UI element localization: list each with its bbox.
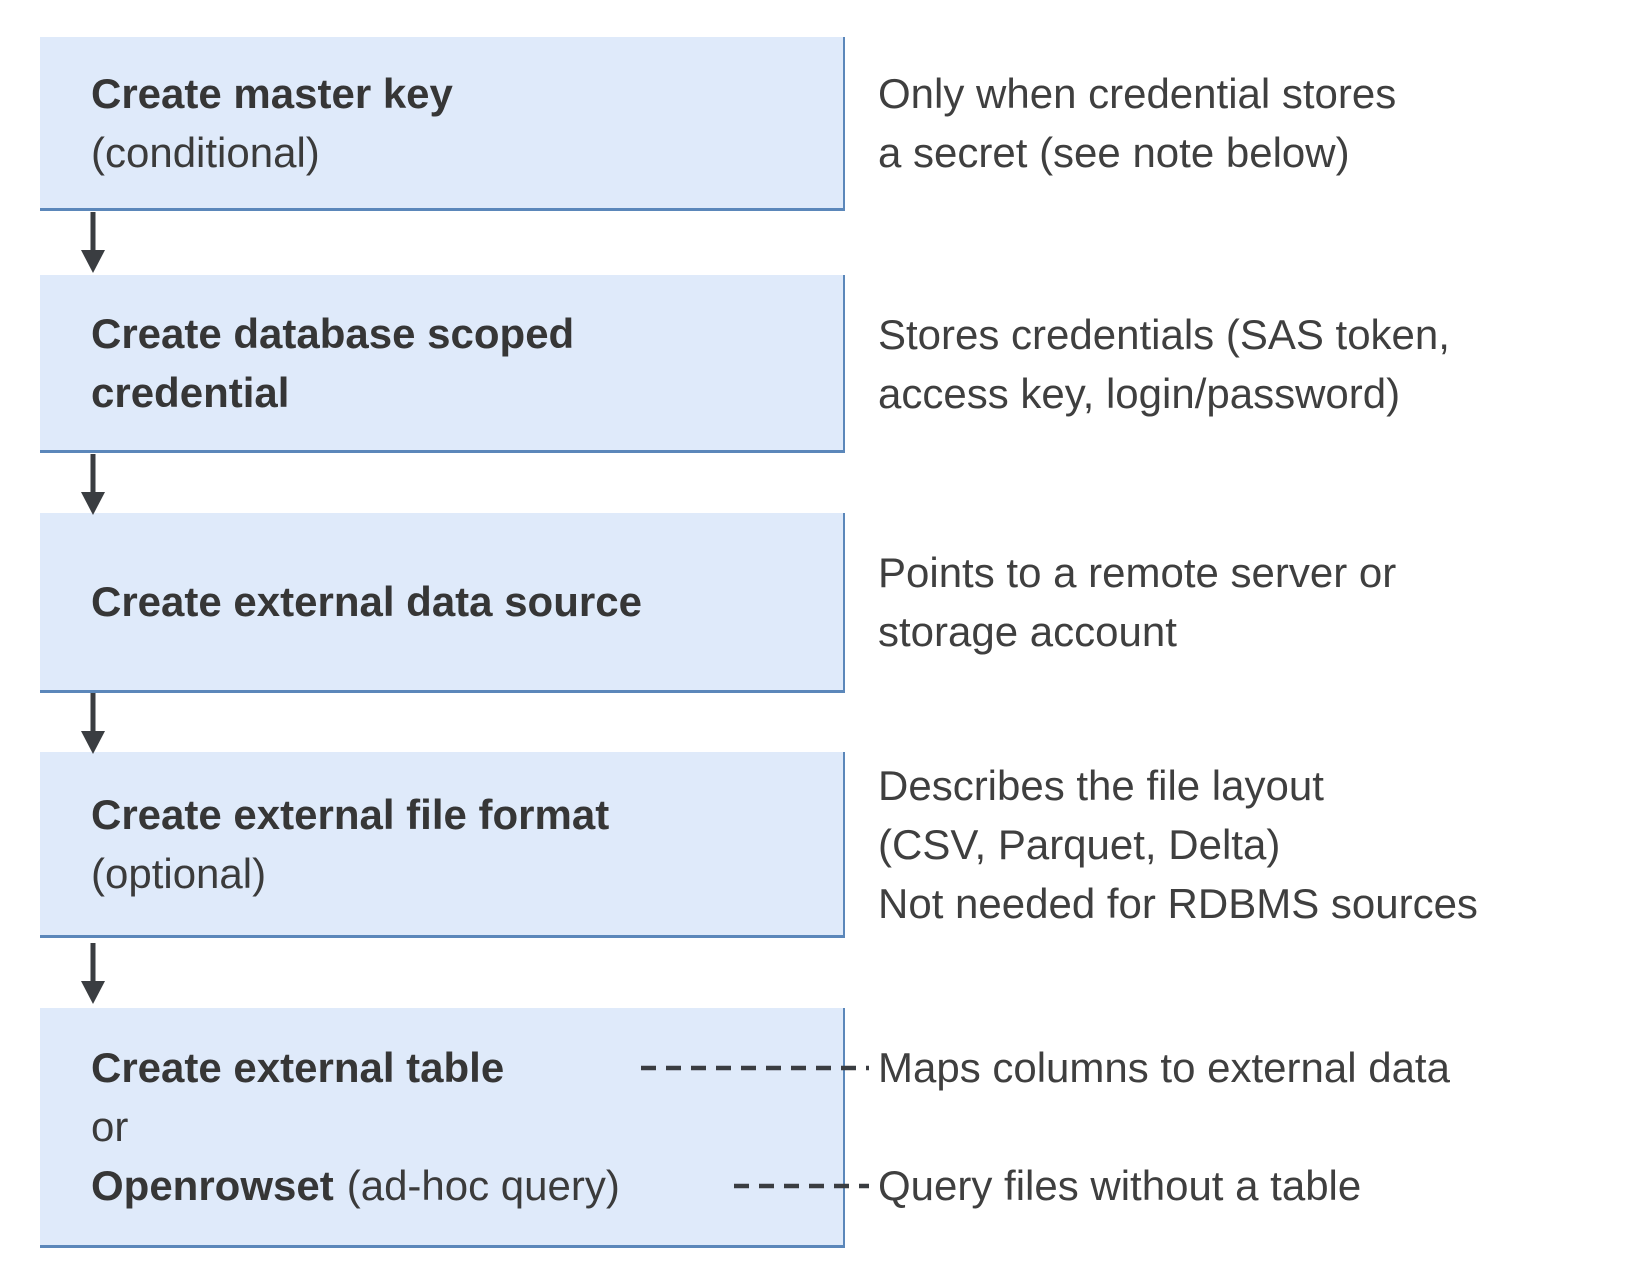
annotation-database-scoped-credential: Stores credentials (SAS token, access ke… [878, 305, 1450, 423]
box-title-text: credential [91, 368, 290, 416]
box-title: Create external table [91, 1038, 843, 1097]
dashed-connector-line [734, 1183, 869, 1189]
annotation-line: Not needed for RDBMS sources [878, 880, 1478, 927]
box-title-text: Create external data source [91, 578, 642, 625]
box-title: Create master key [91, 64, 843, 123]
annotation-external-data-source: Points to a remote server or storage acc… [878, 543, 1396, 661]
step-box-create-external-file-format: Create external file format (optional) [40, 752, 845, 938]
annotation-line: storage account [878, 608, 1177, 655]
annotation-external-table: Maps columns to external data [878, 1044, 1450, 1091]
box-title-wrap: credential [91, 363, 843, 422]
box-subtitle: (optional) [91, 849, 267, 897]
down-arrow-icon [81, 454, 105, 515]
box-title-text: Create external file format [91, 790, 610, 838]
annotation-line: Points to a remote server or [878, 549, 1397, 596]
step-box-create-external-data-source: Create external data source [40, 513, 845, 693]
step-box-create-database-scoped-credential: Create database scoped credential [40, 275, 845, 453]
down-arrow-icon [81, 943, 105, 1004]
annotation-line: (CSV, Parquet, Delta) [878, 821, 1281, 868]
box-title-alt: Openrowset (ad-hoc query) [91, 1156, 843, 1215]
annotation-line: Describes the file layout [878, 762, 1324, 809]
down-arrow-icon [81, 212, 105, 273]
box-title-text: Create master key [91, 69, 453, 117]
annotation-master-key: Only when credential stores a secret (se… [878, 64, 1396, 182]
box-title: Create database scoped [91, 304, 843, 363]
box-title-text: Create database scoped [91, 309, 575, 357]
annotation-openrowset: Query files without a table [878, 1162, 1362, 1209]
box-or-text: or [91, 1103, 129, 1150]
annotation-line: Only when credential stores [878, 70, 1397, 117]
box-title-text: Create external table [91, 1044, 505, 1091]
annotation-line: Stores credentials (SAS token, [878, 311, 1450, 358]
annotation-external-file-format: Describes the file layout (CSV, Parquet,… [878, 756, 1478, 933]
annotation-line: access key, login/password) [878, 370, 1401, 417]
box-title-text: Openrowset [91, 1162, 334, 1209]
box-subtitle: (conditional) [91, 128, 320, 176]
box-title-note: (ad-hoc query) [346, 1162, 620, 1209]
dashed-connector-line [641, 1065, 869, 1071]
annotation-line: a secret (see note below) [878, 129, 1350, 176]
step-box-create-external-table-or-openrowset: Create external table or Openrowset (ad-h… [40, 1008, 845, 1248]
down-arrow-icon [81, 693, 105, 754]
step-box-create-master-key: Create master key (conditional) [40, 37, 845, 211]
box-title: Create external data source [91, 572, 843, 631]
box-title: Create external file format [91, 785, 843, 844]
